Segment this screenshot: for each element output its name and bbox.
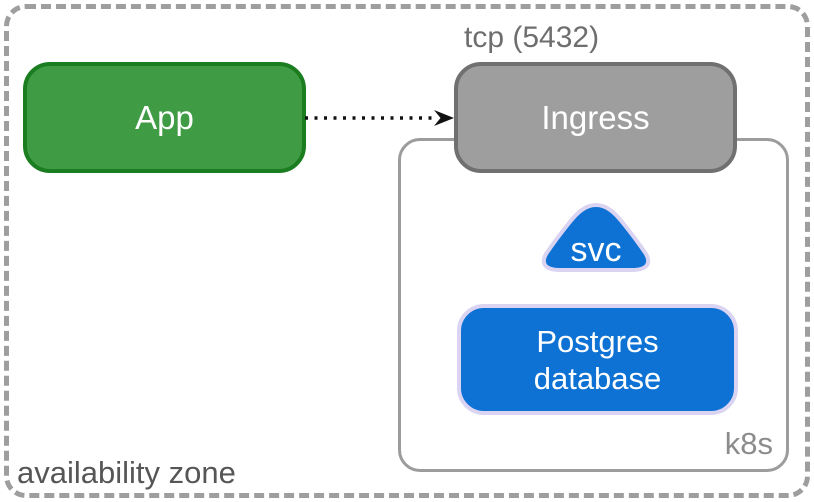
availability-zone-label: availability zone	[17, 455, 236, 490]
edge-label-tcp-port: tcp (5432)	[464, 21, 600, 54]
node-postgres-label-line1: Postgres	[536, 323, 659, 359]
dotted-arrow-icon	[305, 110, 454, 126]
node-ingress: Ingress	[454, 62, 737, 173]
node-postgres-label-line2: database	[533, 360, 662, 396]
node-postgres-database: Postgres database	[457, 304, 738, 415]
node-app: App	[23, 62, 306, 173]
svc-shape-icon	[541, 202, 651, 272]
availability-zone-boundary	[4, 4, 810, 498]
k8s-cluster-label: k8s	[724, 426, 773, 461]
edge-app-to-ingress	[303, 102, 459, 134]
node-svc-label: svc	[570, 231, 622, 269]
node-app-label: App	[135, 98, 194, 136]
node-ingress-label: Ingress	[541, 98, 650, 136]
node-svc: svc	[534, 200, 658, 275]
